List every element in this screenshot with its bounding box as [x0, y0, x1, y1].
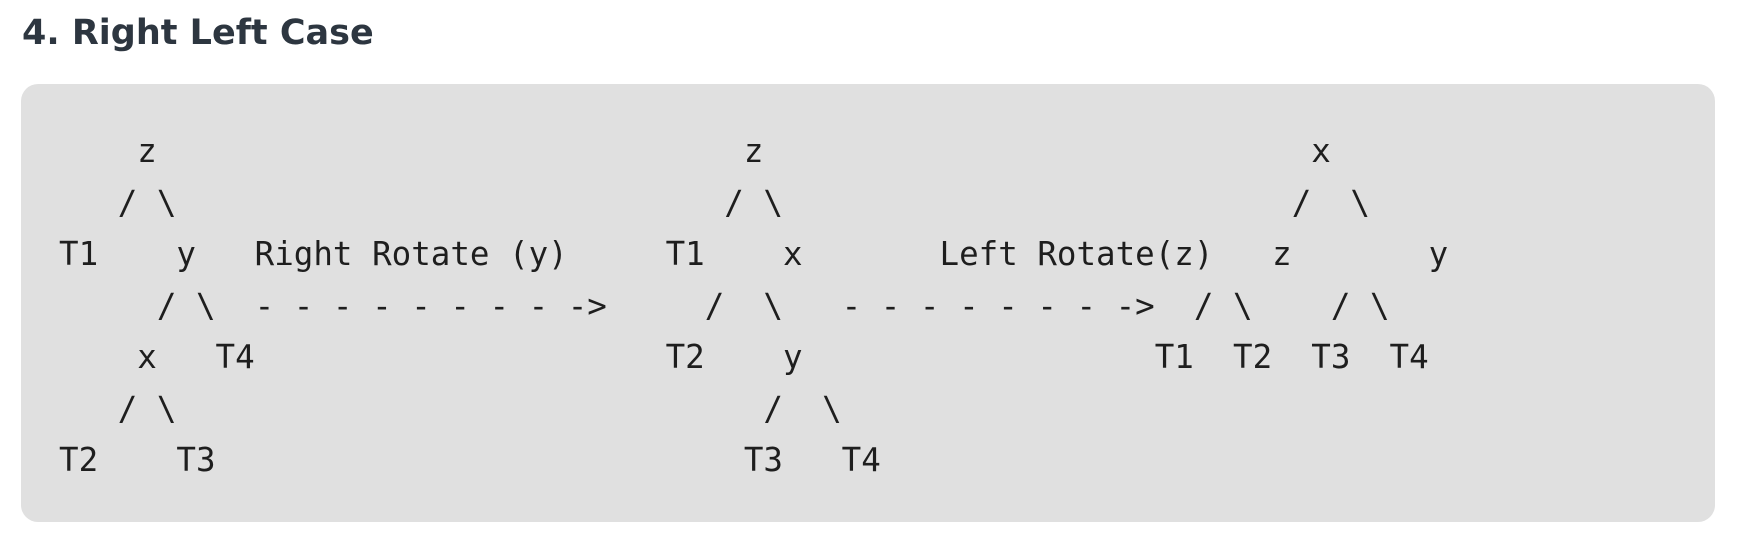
code-block: z z x / \ / \ / \ T1 y Right Rotate (y) … — [21, 84, 1715, 522]
rotation-diagram: z z x / \ / \ / \ T1 y Right Rotate (y) … — [59, 132, 1449, 479]
section-heading: 4. Right Left Case — [22, 13, 374, 53]
